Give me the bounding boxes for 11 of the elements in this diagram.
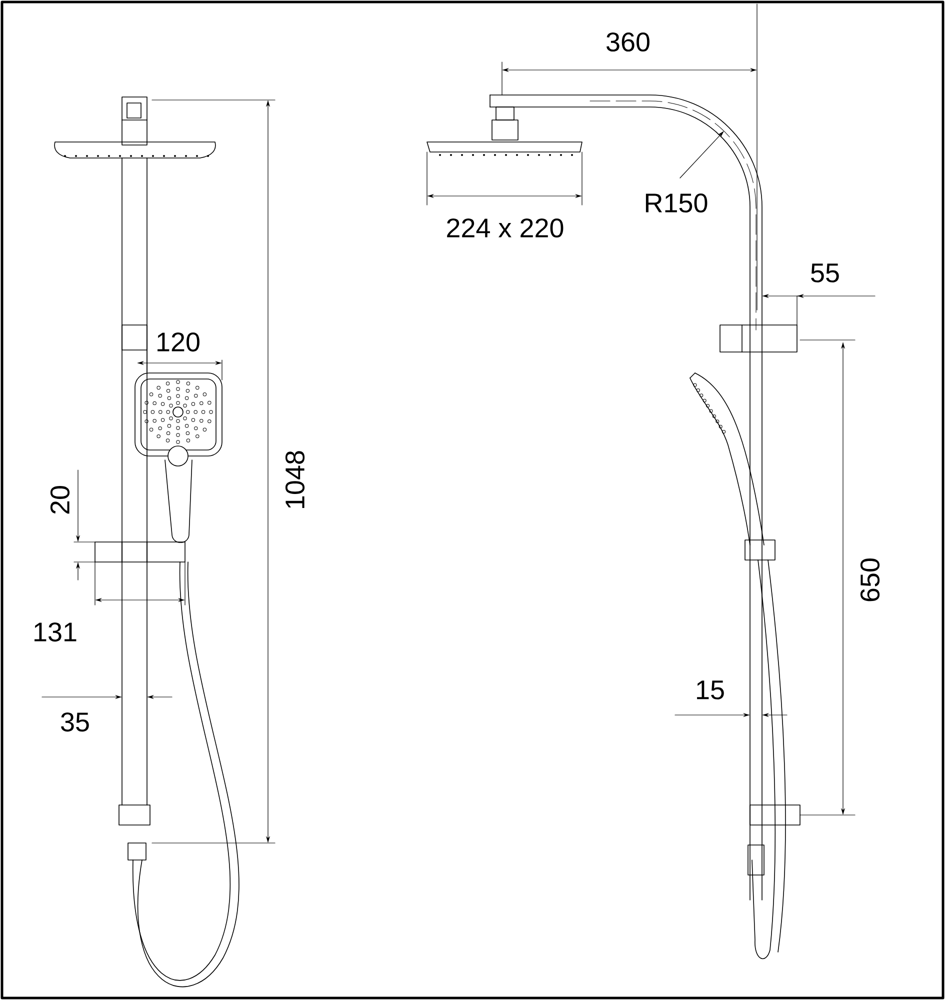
dimension-label: 1048: [285, 451, 305, 508]
dimension-label: 55: [811, 264, 839, 282]
dimension-label: R150: [646, 193, 708, 213]
dimension-label: 20: [50, 486, 70, 514]
dimension-label: 131: [34, 622, 76, 642]
dimension-label: 224 x 220: [447, 218, 564, 238]
dimension-label: 35: [61, 712, 89, 732]
dimension-label: 120: [158, 332, 200, 352]
dimension-label: 360: [606, 32, 650, 52]
dimension-label: 15: [697, 680, 724, 700]
dimension-label: 650: [860, 558, 880, 602]
